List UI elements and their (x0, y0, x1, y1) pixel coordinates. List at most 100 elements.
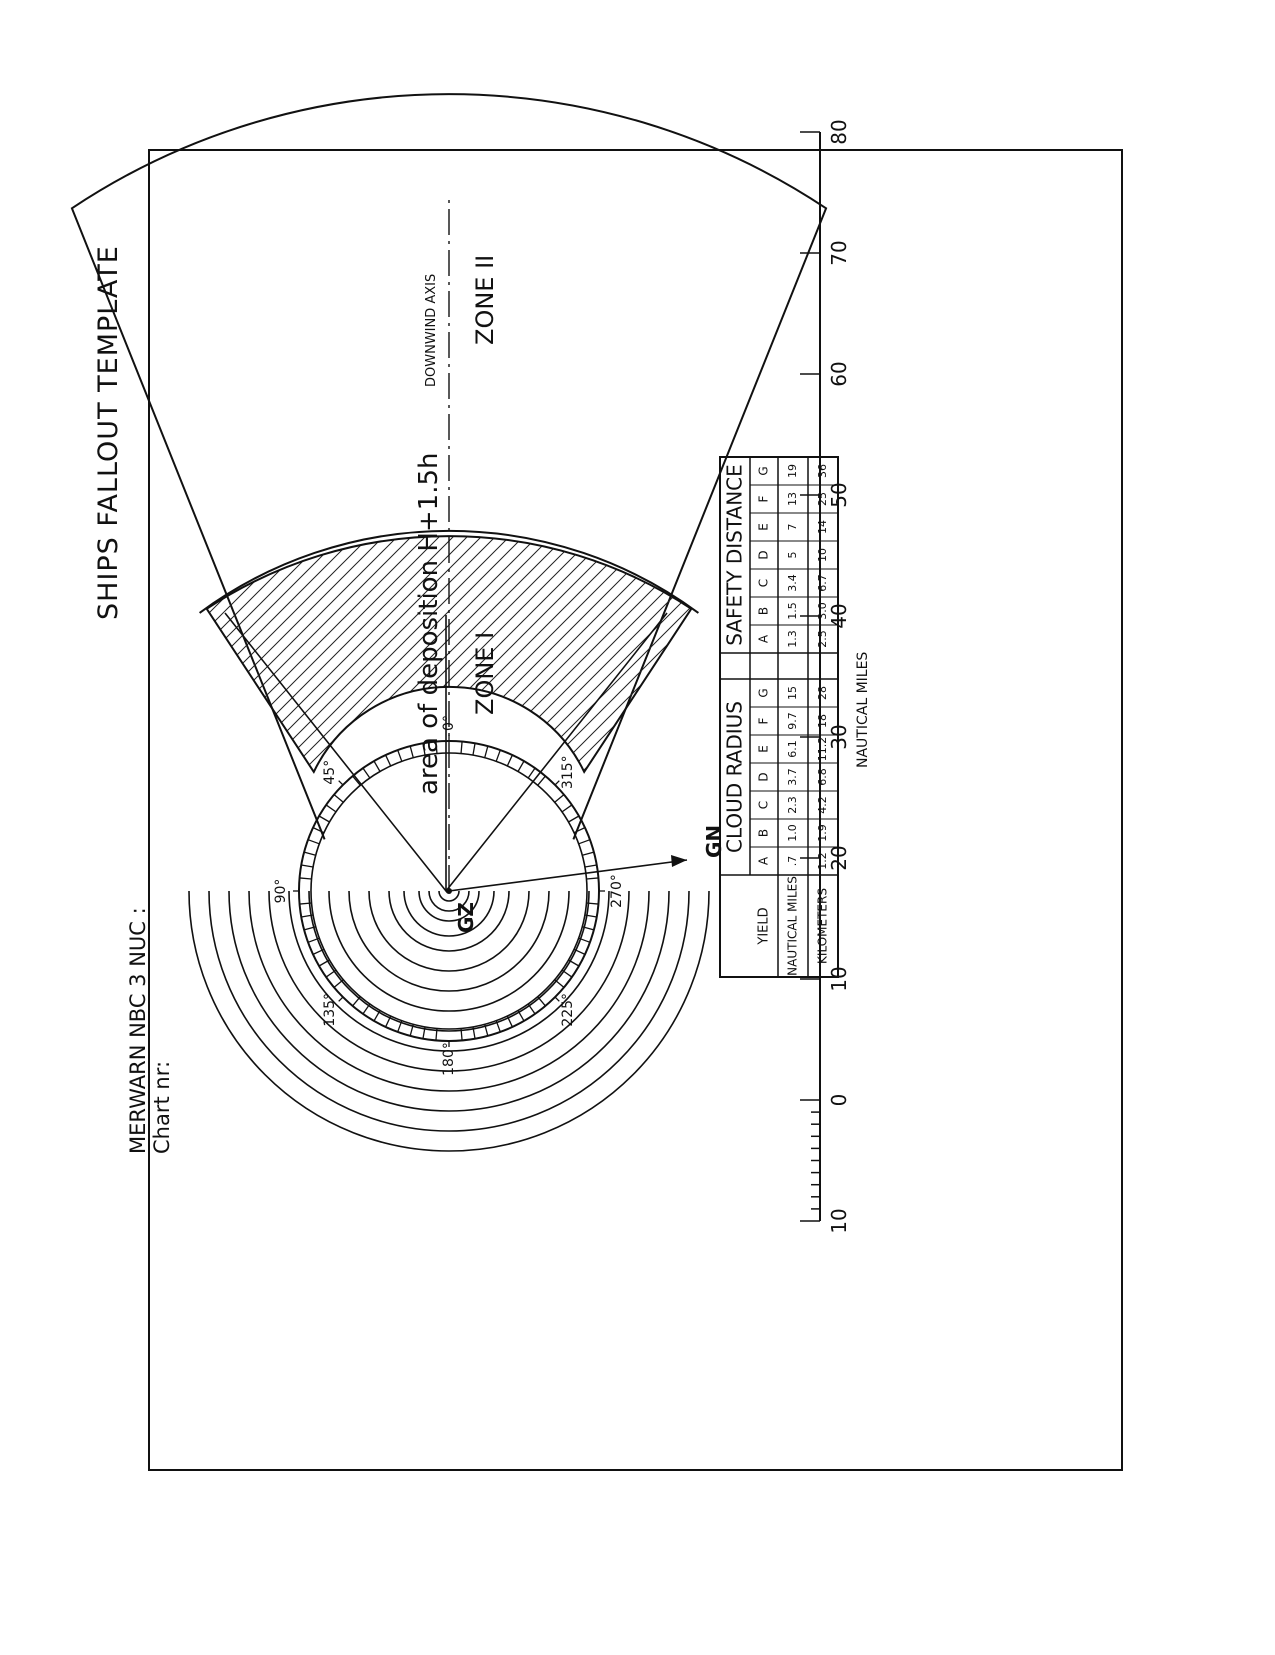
fallout-fan-outline (70, 93, 828, 840)
bearing-tick (352, 996, 361, 1007)
table-row-label: KILOMETERS (816, 888, 830, 964)
bearing-ring-inner (310, 752, 588, 1030)
bearing-label: 0° (441, 715, 457, 731)
bearing-tick (325, 804, 337, 813)
cloud-radius-value: 18 (816, 714, 829, 728)
table-column-header: A (757, 634, 771, 643)
cloud-radius-arc (438, 890, 460, 902)
zone2-label: ZONE II (471, 255, 499, 345)
bearing-tick (338, 996, 344, 1002)
bearing-tick (584, 864, 597, 868)
bearing-tick (586, 877, 599, 880)
cloud-radius-value: 2.3 (786, 796, 799, 814)
bearing-tick (299, 902, 312, 905)
bearing-tick (506, 754, 513, 767)
cloud-radius-value: .7 (786, 856, 799, 867)
bearing-label: 135° (322, 993, 338, 1027)
bearing-tick (527, 767, 536, 779)
downwind-axis-label: DOWNWIND AXIS (424, 274, 439, 387)
safety-distance-value: 6.7 (816, 574, 829, 592)
cloud-radius-arc (388, 890, 510, 952)
bearing-tick (568, 815, 580, 823)
bearing-tick (303, 926, 316, 931)
bearing-tick (397, 1020, 403, 1033)
cloud-radius-arc (288, 890, 610, 1052)
table-column-header: D (757, 772, 771, 781)
bearing-tick (472, 1026, 476, 1039)
deposition-label: area of deposition H+1.5h (414, 453, 444, 795)
bearing-tick (312, 948, 325, 955)
bearing-tick (409, 1024, 414, 1037)
bearing-tick (537, 996, 546, 1007)
cloud-radius-value: 11.2 (816, 737, 829, 762)
table-column-header: G (757, 688, 771, 697)
bearing-tick (517, 1010, 525, 1022)
safety-distance-value: 1.5 (786, 602, 799, 620)
cloud-radius-arc (268, 890, 630, 1072)
bearing-tick (301, 864, 314, 868)
cloud-radius-arc (328, 890, 570, 1012)
scale-tick-label: 70 (827, 240, 851, 265)
bearing-tick (307, 839, 320, 845)
cloud-radius-arcs (188, 890, 710, 1152)
bearing-tick (318, 815, 330, 823)
bearing-tick (318, 959, 330, 967)
bearing-tick (422, 743, 426, 756)
safety-distance-value: 2.5 (816, 630, 829, 648)
bearing-tick (495, 749, 501, 762)
bearing-tick (561, 969, 573, 978)
bearing-tick (554, 979, 565, 988)
bearing-tick (582, 926, 595, 931)
table-column-header: B (757, 829, 771, 837)
cloud-radius-value: 1.2 (816, 852, 829, 870)
bearing-tick (537, 775, 546, 786)
bearing-tick (307, 937, 320, 943)
cloud-radius-value: 4.2 (816, 796, 829, 814)
bearing-tick (582, 851, 595, 856)
table-column-header: C (757, 801, 771, 809)
zone1-label: ZONE I (471, 632, 499, 715)
cloud-radius-arc (228, 890, 670, 1112)
bearing-tick (561, 804, 573, 813)
table-border (719, 456, 839, 978)
scale-tick-label: 80 (827, 119, 851, 144)
bearing-tick (554, 780, 560, 786)
safety-distance-value: 25 (816, 492, 829, 506)
bearing-tick (385, 754, 392, 767)
page-title: SHIPS FALLOUT TEMPLATE (93, 245, 124, 620)
table-column-header: E (757, 745, 771, 753)
bearing-tick (435, 1028, 438, 1041)
safety-distance-value: 36 (816, 464, 829, 478)
bearing-tick (362, 1003, 371, 1015)
bearing-tick (460, 741, 463, 754)
bearing-tick (578, 937, 591, 943)
safety-distance-value: 10 (816, 548, 829, 562)
cloud-radius-arc (308, 890, 590, 1032)
bearing-tick (554, 794, 565, 803)
cloud-radius-arc (403, 890, 495, 937)
bearing-tick (312, 827, 325, 834)
cloud-radius-value: 1.9 (816, 824, 829, 842)
scale-tick-label: 60 (827, 361, 851, 386)
bearing-tick (573, 827, 586, 834)
bearing-tick (333, 794, 344, 803)
rotated-diagram: 0°45°90°135°180°225°270°315° GZ GN area … (70, 93, 871, 1234)
cloud-radius-arc (428, 890, 470, 912)
chart-number-label: Chart nr: (150, 1061, 174, 1154)
bearing-tick (554, 996, 560, 1002)
bearing-label: 225° (560, 993, 576, 1027)
grid-north-arrow (448, 859, 688, 892)
bearing-tick (303, 851, 316, 856)
bearing-tick (506, 1015, 513, 1028)
safety-distance-value: 14 (816, 520, 829, 534)
bearing-tick (352, 775, 361, 786)
gn-label: GN (702, 825, 726, 858)
bearing-tick (573, 948, 586, 955)
bearing-tick (362, 767, 371, 779)
cloud-radius-title: CLOUD RADIUS (723, 701, 747, 853)
cloud-radius-value: 6.1 (786, 740, 799, 758)
page-border (148, 149, 1123, 1471)
